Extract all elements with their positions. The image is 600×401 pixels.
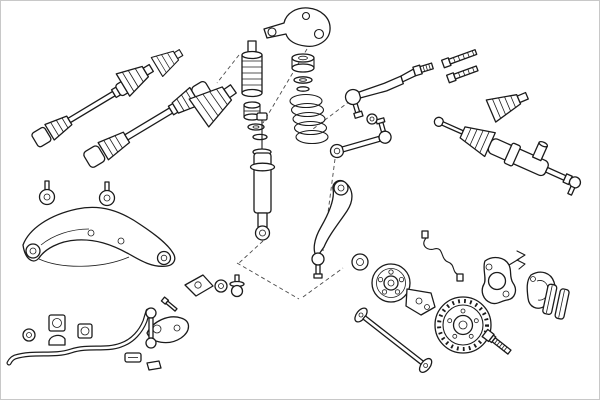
wheel-hub-bearing — [371, 263, 411, 303]
steering-rack — [433, 116, 582, 196]
stabilizer-clamp-bracket — [48, 334, 66, 346]
wheel-bolt — [481, 328, 512, 355]
bump-stop — [243, 101, 261, 121]
strut-top-mount — [263, 7, 331, 47]
control-arm-front — [311, 179, 353, 279]
bracket-clips — [124, 352, 162, 371]
cv-boot-3 — [188, 84, 237, 128]
control-arm-bracket — [184, 274, 214, 297]
subframe-bushing-2 — [98, 181, 116, 207]
stabilizer-bar — [6, 308, 151, 366]
shock-absorber — [249, 112, 276, 241]
mounting-bolts — [440, 49, 479, 84]
small-hardware — [160, 296, 178, 312]
ball-joint — [229, 274, 245, 298]
control-arm-rear — [146, 316, 190, 344]
axial-rod — [329, 117, 392, 159]
subframe-crossmember — [22, 206, 176, 267]
stabilizer-link-rod — [354, 307, 433, 374]
arm-bushing — [351, 253, 369, 271]
steering-rack-boot — [485, 91, 529, 123]
pad-retaining-clip — [516, 250, 526, 270]
drive-shaft-rear — [83, 80, 213, 168]
brake-pads — [542, 283, 570, 320]
exploded-guide-lines — [216, 48, 351, 300]
stabilizer-rubber-bush — [22, 328, 36, 342]
stabilizer-bushing-1 — [48, 314, 66, 332]
steering-knuckle — [481, 256, 520, 305]
cv-boot-2 — [150, 49, 184, 78]
stabilizer-link-left — [145, 307, 157, 349]
strut-bearing — [291, 53, 315, 73]
coil-spring — [289, 93, 329, 145]
splash-shield-bracket — [405, 288, 436, 316]
lower-washers — [247, 123, 268, 141]
brake-hose — [421, 230, 464, 282]
stabilizer-bushing-2 — [77, 323, 93, 339]
spring-seat-washer — [293, 76, 313, 92]
subframe-bushing-1 — [38, 180, 56, 206]
tie-rod-end — [344, 62, 434, 119]
link-washer — [366, 113, 378, 125]
brake-disc — [434, 296, 492, 354]
cv-boot-1 — [115, 63, 154, 97]
strut-dust-boot — [241, 40, 263, 98]
center-bushing — [214, 279, 228, 293]
